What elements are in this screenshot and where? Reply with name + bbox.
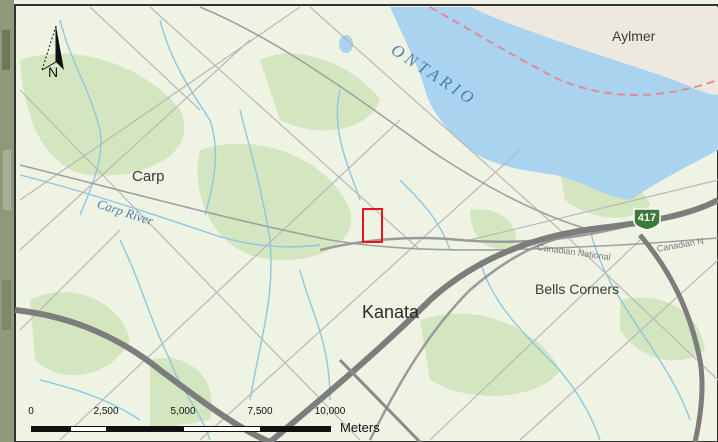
scale-bar: 0 2,500 5,000 7,500 10,000	[28, 406, 348, 438]
small-lake	[339, 35, 353, 53]
arterial-road-south	[338, 358, 422, 442]
scale-tick-5000: 5,000	[170, 406, 196, 417]
map-border	[14, 4, 718, 442]
north-arrow-letter: N	[48, 64, 59, 80]
highway-shield-number: 417	[637, 212, 657, 224]
label-bells-corners: Bells Corners	[535, 281, 620, 297]
scale-unit: Meters	[340, 420, 380, 435]
satellite-strip	[0, 0, 14, 442]
highway-417-west	[14, 307, 272, 442]
scale-segment-2	[70, 426, 107, 432]
provincial-boundary	[429, 6, 718, 96]
label-carp: Carp	[132, 168, 165, 185]
local-roads	[19, 6, 718, 441]
scale-tick-0: 0	[28, 406, 34, 417]
highway-416	[638, 233, 705, 442]
scale-segment-4	[183, 426, 261, 432]
highway-417-shield: 417	[632, 207, 662, 231]
scale-segment-3	[106, 426, 184, 432]
streams	[19, 19, 691, 441]
label-kanata: Kanata	[362, 302, 420, 322]
scale-tick-2500: 2,500	[93, 406, 119, 417]
study-area-marker[interactable]	[362, 208, 383, 243]
urban-aylmer	[470, 7, 718, 95]
scale-segment-5	[260, 426, 331, 432]
shield-icon	[633, 208, 661, 231]
label-aylmer: Aylmer	[612, 28, 656, 44]
scale-tick-7500: 7,500	[247, 406, 273, 417]
ottawa-river	[390, 7, 718, 200]
scale-tick-10000: 10,000	[314, 406, 346, 417]
scale-segment-1	[31, 426, 71, 432]
north-arrow-icon	[41, 25, 64, 71]
